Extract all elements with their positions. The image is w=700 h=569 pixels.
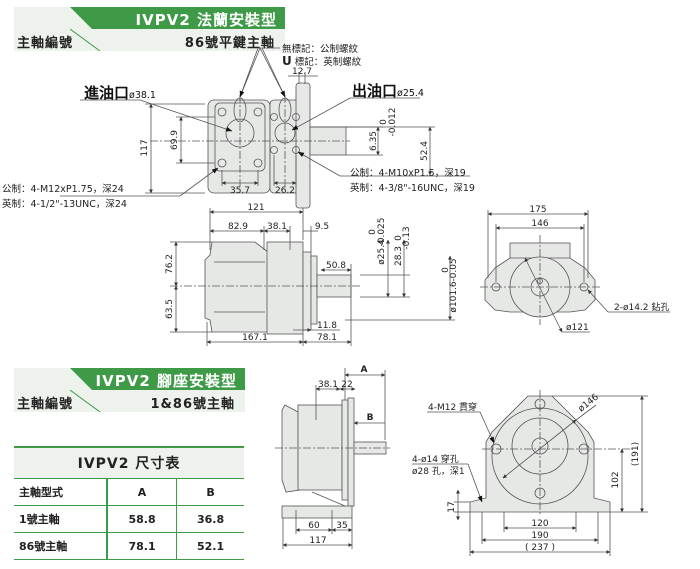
dim-28-3-tol-upper: 0 <box>394 235 404 241</box>
header-A: A <box>107 478 178 506</box>
dim-m12: 4-M12 貫穿 <box>428 401 477 413</box>
dim-B: B <box>367 413 374 423</box>
side-view <box>170 208 455 346</box>
dim-hole14: 4-ø14 穿孔 <box>412 453 459 465</box>
section-title: IVPV2 法蘭安裝型 <box>135 11 277 29</box>
dim-237: ( 237 ) <box>525 543 555 553</box>
dim-120: 120 <box>531 519 548 529</box>
outlet-dia: ø25.4 <box>397 88 424 99</box>
cell-B: 52.1 <box>176 532 244 560</box>
dim-key: 6.35 <box>369 131 379 151</box>
legend-u-mark: U 標記：英制螺紋 <box>282 54 361 68</box>
dim-78-1: 78.1 <box>317 333 337 343</box>
dim-121: 121 <box>247 203 264 213</box>
outlet-bolt-imperial: 英制：4-3/8"-16UNC，深19 <box>350 183 475 194</box>
dim-167-1: 167.1 <box>242 333 268 343</box>
shaft-label: 主軸編號 <box>17 397 74 412</box>
cell-shaft: 1號主軸 <box>14 505 108 533</box>
cell-B: 36.8 <box>176 505 244 533</box>
outlet-label: 出油口ø25.4 <box>352 80 424 101</box>
dim-9-5: 9.5 <box>315 222 329 232</box>
cell-A: 58.8 <box>107 505 178 533</box>
section-title: IVPV2 腳座安裝型 <box>95 372 237 390</box>
dim-102: 102 <box>611 471 621 488</box>
inlet-dia: ø38.1 <box>129 90 156 101</box>
dim-146: 146 <box>531 219 548 229</box>
dim-26-2: 26.2 <box>275 186 295 196</box>
inlet-bolt-metric: 公制：4-M12xP1.75，深24 <box>2 184 124 195</box>
dim-76-2: 76.2 <box>165 254 175 274</box>
dim-hole28: ø28 孔，深1 <box>412 466 465 477</box>
dim-117-foot: 117 <box>309 536 326 546</box>
top-view <box>60 47 470 209</box>
cell-shaft: 86號主軸 <box>14 532 108 560</box>
dim-82-9: 82.9 <box>228 222 248 232</box>
foot-front-view <box>412 390 648 556</box>
header-diagonal <box>70 390 101 412</box>
dim-shaft-tol-lower: -0.025 <box>377 217 387 246</box>
dim-pilot-tol-upper: 0 <box>441 267 451 273</box>
header-green-band <box>70 7 285 29</box>
foot-mount-header: IVPV2 腳座安裝型 主軸編號 1&86號主軸 <box>0 368 245 412</box>
dimension-table: IVPV2 尺寸表 主軸型式 A B 1號主軸 58.8 36.8 86號主軸 … <box>14 446 244 560</box>
inlet-bolt-imperial: 英制：4-1/2"-13UNC，深24 <box>2 199 127 210</box>
foot-side-view <box>275 368 390 549</box>
header-green-band <box>70 368 245 390</box>
inlet-label: 進油口ø38.1 <box>84 82 156 103</box>
outlet-name: 出油口 <box>352 82 398 100</box>
shaft-label: 主軸編號 <box>17 36 74 51</box>
dim-pilot: ø101.6 <box>449 281 459 313</box>
inlet-name: 進油口 <box>84 84 130 102</box>
dim-11-8: 11.8 <box>317 321 337 331</box>
outlet-bolt-metric: 公制：4-M10xP1.5，深19 <box>350 168 466 179</box>
dim-pcd-121: ø121 <box>566 323 589 333</box>
dim-shaft-tol-upper: 0 <box>368 229 378 235</box>
header-B: B <box>176 478 244 506</box>
dim-35: 35 <box>336 521 347 531</box>
dim-50-8: 50.8 <box>326 261 346 271</box>
dim-key-tol-upper: 0 <box>379 119 389 125</box>
header-shaft-type: 主軸型式 <box>14 478 108 506</box>
dim-60: 60 <box>308 521 320 531</box>
dim-pilot-tol-lower: -0.05 <box>449 258 459 281</box>
legend-no-mark: 無標記：公制螺紋 <box>282 44 359 55</box>
table-row: 86號主軸 78.1 52.1 <box>14 532 244 560</box>
u-mark-text: 標記：英制螺紋 <box>294 57 362 68</box>
dim-17: 17 <box>447 501 457 512</box>
dim-28-3-tol-lower: -0.13 <box>402 226 412 249</box>
dim-117: 117 <box>140 139 150 156</box>
shaft-value: 1&86號主軸 <box>150 397 235 412</box>
dim-35-7: 35.7 <box>230 186 250 196</box>
dim-175: 175 <box>529 205 546 215</box>
dim-A: A <box>361 365 368 375</box>
dim-38-1: 38.1 <box>267 222 287 232</box>
u-letter: U <box>282 54 292 68</box>
table-row: 1號主軸 58.8 36.8 <box>14 505 244 533</box>
dim-69-9: 69.9 <box>170 130 180 150</box>
table-header-row: 主軸型式 A B <box>14 478 244 506</box>
dim-shaft: ø25.4 <box>377 239 387 265</box>
flange-mount-header: IVPV2 法蘭安裝型 主軸編號 86號平鍵主軸 <box>0 7 285 51</box>
dim-190: 190 <box>531 531 548 541</box>
dim-63-5: 63.5 <box>165 299 175 319</box>
dim-28-3: 28.3 <box>394 246 404 266</box>
dim-52-4: 52.4 <box>420 141 430 161</box>
dim-holes: 2-ø14.2 鉆孔 <box>614 301 669 313</box>
dim-191: (191) <box>631 442 641 466</box>
table-title: IVPV2 尺寸表 <box>14 446 244 479</box>
shaft-value: 86號平鍵主軸 <box>184 36 275 51</box>
dim-key-tol-lower: -0.012 <box>388 107 398 136</box>
cell-A: 78.1 <box>107 532 178 560</box>
flange-front-view <box>480 210 670 333</box>
dim-22: 22 <box>341 380 352 390</box>
dim-38-1-foot: 38.1 <box>318 380 338 390</box>
header-diagonal <box>70 29 101 51</box>
dim-12-7: 12.7 <box>292 67 312 77</box>
